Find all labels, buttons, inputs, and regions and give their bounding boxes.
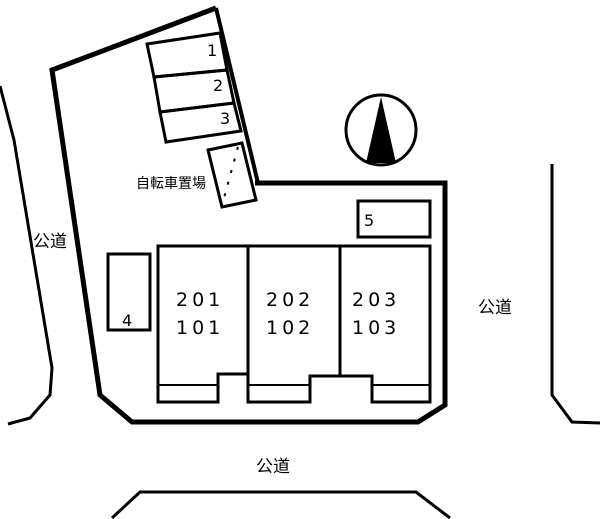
- unit-103-label: 103: [352, 317, 400, 339]
- unit-203-label: 203: [352, 289, 400, 311]
- parking-slot-2-label: 2: [213, 76, 223, 95]
- site-boundary-segment: [214, 7, 260, 184]
- north-arrow-icon: [344, 93, 418, 167]
- site-boundary: [49, 5, 448, 425]
- parking-slot-5: [356, 199, 432, 239]
- bicycle-parking-area: [206, 141, 258, 209]
- parking-slot-3: [158, 101, 243, 144]
- road-label-bottom: 公道: [256, 457, 290, 477]
- unit-201-label: 201: [176, 289, 224, 311]
- parking-slot-1-label: 1: [207, 41, 217, 60]
- bicycle-parking-dashes: [223, 146, 239, 199]
- road-label-left: 公道: [33, 232, 67, 252]
- parking-slot-4: [106, 252, 152, 332]
- unit-101-label: 101: [176, 317, 224, 339]
- unit-202-label: 202: [266, 289, 314, 311]
- bicycle-parking-label: 自転車置場: [136, 175, 206, 192]
- unit-102-label: 102: [266, 317, 314, 339]
- apartment-building: [156, 244, 432, 404]
- parking-slot-5-label: 5: [364, 211, 374, 230]
- parking-slot-3-label: 3: [220, 109, 230, 128]
- left-road-edge: [0, 85, 54, 426]
- parking-slot-4-label: 4: [122, 311, 132, 330]
- right-road-edge: [550, 164, 600, 425]
- bottom-road-edge: [110, 490, 451, 519]
- road-label-right: 公道: [478, 298, 512, 318]
